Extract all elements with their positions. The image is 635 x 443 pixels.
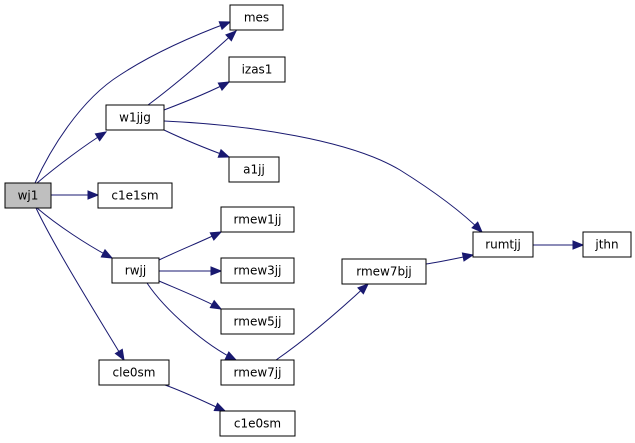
- edge-wj1-to-rwjj: [36, 207, 114, 259]
- edge-line: [35, 207, 125, 361]
- edge-w1jjg-to-izas1: [163, 81, 231, 111]
- node-wj1[interactable]: wj1: [4, 182, 52, 209]
- node-c1e1sm[interactable]: c1e1sm: [97, 182, 173, 209]
- node-rmew7jj[interactable]: rmew7jj: [220, 359, 295, 386]
- nodes-layer: wj1 mes w1jjg izas1 a1jj c1e1sm rmew1jj rwjj rme…: [4, 4, 632, 437]
- node-box[interactable]: [341, 258, 427, 285]
- edge-rwjj-to-rmew5jj: [158, 280, 223, 310]
- edges-layer: [34, 21, 585, 412]
- node-box[interactable]: [582, 231, 632, 258]
- node-box[interactable]: [220, 359, 295, 386]
- node-box[interactable]: [472, 231, 534, 258]
- node-box[interactable]: [219, 410, 296, 437]
- arrowhead: [210, 266, 223, 276]
- edge-w1jjg-to-rumtjj: [163, 120, 483, 233]
- edge-rwjj-to-rmew1jj: [158, 231, 223, 261]
- edge-line: [163, 129, 230, 158]
- node-rumtjj[interactable]: rumtjj: [472, 231, 534, 258]
- arrowhead: [209, 231, 223, 241]
- arrowhead: [224, 351, 238, 361]
- node-label: wj1: [18, 189, 39, 203]
- arrowhead: [357, 283, 369, 295]
- node-jthn[interactable]: jthn: [582, 231, 632, 258]
- arrowhead: [471, 221, 483, 233]
- node-box[interactable]: [228, 156, 280, 183]
- edge-line: [163, 81, 230, 111]
- edge-line: [34, 21, 231, 184]
- node-label: rmew3jj: [234, 264, 282, 278]
- node-rmew5jj[interactable]: rmew5jj: [220, 308, 295, 335]
- edge-w1jjg-to-mes: [147, 30, 237, 106]
- node-label: a1jj: [243, 163, 265, 177]
- node-box[interactable]: [228, 56, 286, 83]
- node-label: rmew5jj: [234, 315, 282, 329]
- edge-rmew7bjj-to-rumtjj: [425, 252, 475, 265]
- node-label: mes: [244, 11, 269, 25]
- node-a1jj[interactable]: a1jj: [228, 156, 280, 183]
- arrowhead: [217, 81, 231, 92]
- edge-cle0sm-to-c1e0sm: [164, 384, 227, 412]
- edge-wj1-to-c1e1sm: [51, 190, 100, 200]
- arrowhead: [461, 252, 475, 262]
- node-label: rmew7jj: [234, 366, 282, 380]
- node-cle0sm[interactable]: cle0sm: [98, 359, 170, 386]
- node-mes[interactable]: mes: [229, 4, 284, 31]
- node-label: c1e0sm: [234, 417, 281, 431]
- edge-rwjj-to-rmew3jj: [159, 266, 223, 276]
- edge-line: [275, 283, 369, 361]
- arrowhead: [94, 131, 108, 142]
- arrowhead: [209, 299, 223, 310]
- node-box[interactable]: [97, 182, 173, 209]
- node-box[interactable]: [111, 257, 160, 284]
- node-c1e0sm[interactable]: c1e0sm: [219, 410, 296, 437]
- node-box[interactable]: [4, 182, 52, 209]
- node-box[interactable]: [98, 359, 170, 386]
- edge-rumtjj-to-jthn: [533, 240, 585, 250]
- node-label: rwjj: [125, 264, 146, 278]
- node-rwjj[interactable]: rwjj: [111, 257, 160, 284]
- edge-wj1-to-cle0sm: [35, 207, 125, 362]
- node-box[interactable]: [220, 308, 295, 335]
- arrowhead: [572, 240, 585, 250]
- arrowhead: [218, 21, 232, 31]
- node-rmew7bjj[interactable]: rmew7bjj: [341, 258, 427, 285]
- arrowhead: [114, 348, 125, 362]
- edge-rmew7jj-to-rmew7bjj: [275, 283, 369, 361]
- node-izas1[interactable]: izas1: [228, 56, 286, 83]
- node-label: rmew7bjj: [356, 265, 412, 279]
- edge-line: [163, 120, 483, 233]
- node-label: izas1: [242, 63, 273, 77]
- arrowhead: [100, 248, 114, 259]
- node-label: jthn: [594, 238, 618, 252]
- node-label: c1e1sm: [111, 189, 158, 203]
- node-label: w1jjg: [119, 111, 151, 125]
- node-label: rmew1jj: [234, 213, 282, 227]
- node-label: rumtjj: [485, 238, 521, 252]
- node-rmew3jj[interactable]: rmew3jj: [220, 257, 295, 284]
- node-box[interactable]: [229, 4, 284, 31]
- arrowhead: [87, 190, 100, 200]
- node-box[interactable]: [220, 257, 295, 284]
- edge-line: [147, 30, 237, 106]
- node-box[interactable]: [105, 104, 165, 131]
- edge-line: [36, 207, 113, 259]
- node-label: cle0sm: [113, 366, 156, 380]
- arrowhead: [213, 402, 227, 412]
- edge-wj1-to-mes: [34, 21, 232, 184]
- arrowhead: [225, 30, 237, 42]
- edge-w1jjg-to-a1jj: [163, 129, 231, 158]
- node-rmew1jj[interactable]: rmew1jj: [220, 206, 295, 233]
- edge-line: [146, 282, 237, 361]
- edge-wj1-to-w1jjg: [36, 131, 108, 184]
- arrowhead: [217, 148, 231, 158]
- node-w1jjg[interactable]: w1jjg: [105, 104, 165, 131]
- node-box[interactable]: [220, 206, 295, 233]
